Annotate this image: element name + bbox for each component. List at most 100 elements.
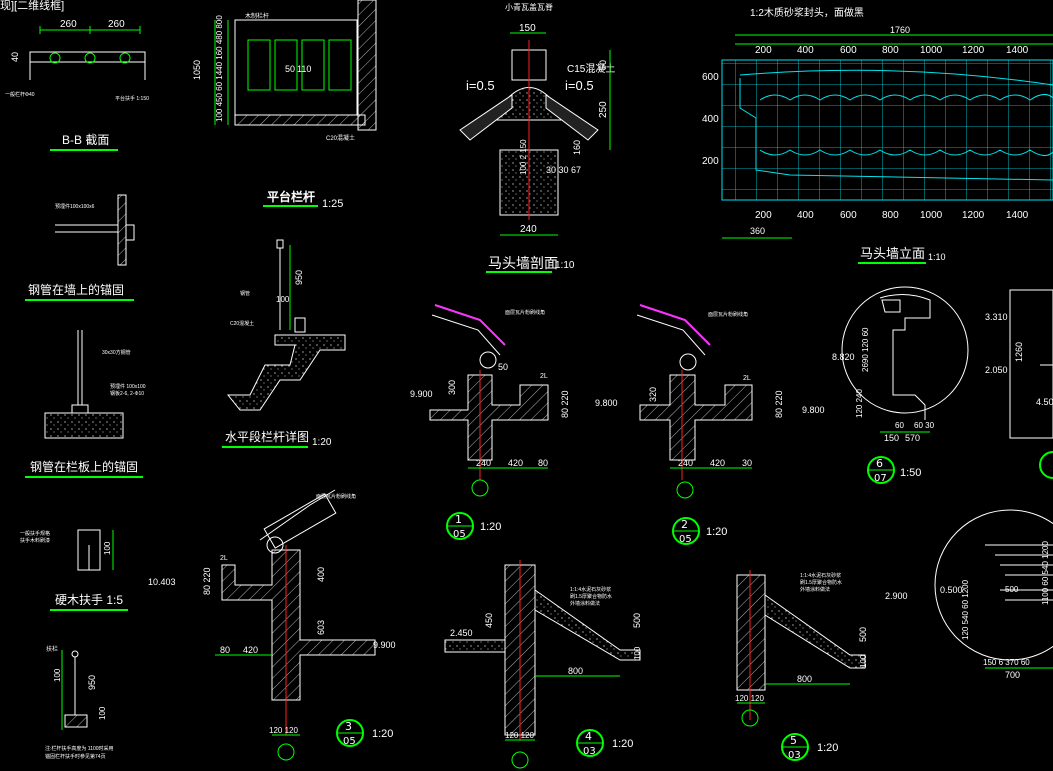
s1-dim-50: 50 [498,362,508,372]
ssa-note-3: 钢板2-6, 2-Φ10 [110,390,144,397]
s3-note: 面层瓦片粉刷线角 [316,493,356,500]
platform-railing-scale: 1:25 [322,198,343,210]
steel-wall-anchor-detail: 预埋件100x100x6 钢管在墙上的锚固 [25,194,135,301]
s6-elev: 8.820 [832,352,855,362]
s4-note-2: 刷1.5厚聚合物防水 [570,593,612,600]
s6-scale: 1:50 [900,467,921,479]
hardwood-handrail-title: 硬木扶手 1:5 [55,592,123,607]
hht-slope-r: i=0.5 [565,78,594,93]
s3-elev-2: 9.900 [373,640,396,650]
s4-ref: 03 [583,746,596,757]
s1-num: 1 [455,513,462,526]
rp-elev-2: 2.050 [985,365,1008,375]
s5-dim-120-120: 120 120 [735,694,764,703]
s6-num: 6 [876,457,883,470]
rp-dim-1260: 1260 [1014,342,1024,362]
section-1-detail: 面层瓦片粉刷线角 9.900 9.800 300 50 2L 80 220 24… [410,304,618,540]
svg-text:200: 200 [755,210,772,221]
rp-elev-3: 0.500 [940,585,963,595]
sr-note-2: 锚固栏杆扶手时参见第74页 [45,753,106,760]
s3-dim-400: 400 [316,567,326,582]
s1-dim-240: 240 [476,458,491,468]
horse-head-section-scale: 1:10 [555,260,575,271]
s3-dim-80-220: 80 220 [202,567,212,595]
sr-note-1: 注:栏杆扶手高度为 1100时采用 [45,745,114,752]
s3-scale: 1:20 [372,728,393,740]
s5-dim-500: 500 [858,627,868,642]
s4-dim-100: 100 [633,646,642,660]
platform-railing-title: 平台栏杆 [267,189,315,204]
s5-dim-800: 800 [797,674,812,684]
horse-head-section-title: 马头墙剖面 [488,255,558,271]
s3-dim-80: 80 [220,645,230,655]
pr-bottom-note: C20混凝土 [326,134,355,142]
s4-dim-120-120: 120 120 [505,731,534,740]
svg-text:1400: 1400 [1006,45,1029,56]
elev-grid-y600: 600 [702,72,719,83]
s5-note-3: 外墙涂料做法 [800,586,830,593]
s2-dim-320: 320 [648,387,658,402]
pr-inner-dim: 50 [285,64,295,74]
s5-num: 5 [790,734,797,747]
stair-dim-100: 100 [276,295,290,304]
platform-railing-detail: 1050 100 450 60 1440 160 480 800 50 110 … [192,0,377,210]
stair-c20: C20混凝土 [230,320,254,327]
pr-inner-dim-2: 110 [297,64,311,74]
s4-scale: 1:20 [612,738,633,750]
ssa-note-1: 30x30方钢管 [102,349,131,356]
s4-elev: 2.450 [450,628,473,638]
hht-top-label: 小青瓦盖瓦脊 [505,2,553,12]
horse-head-top-section: 小青瓦盖瓦脊 150 i=0.5 i=0.5 C15混凝土 50 250 160… [459,2,615,236]
s6-dim-6030: 60 30 [914,421,935,430]
elev-grid-title: 1:2木质砂浆封头，面做黑 [750,6,864,19]
svg-text:800: 800 [882,210,899,221]
hht-c15: C15混凝土 [567,62,615,75]
s1-ref: 05 [453,529,466,540]
rp-dim-stack-r: 1100 60 540 1200 [1041,541,1050,605]
small-railing-detail: 扶栏 100 950 100 注:栏杆扶手高度为 1100时采用 锚固栏杆扶手时… [45,645,114,760]
s1-scale: 1:20 [480,521,501,533]
s2-dim-2l: 2L [743,375,751,382]
svg-text:800: 800 [882,45,899,56]
steel-wall-anchor-title: 钢管在墙上的锚固 [28,282,124,297]
bb-dim-1: 260 [60,19,77,30]
s4-dim-800: 800 [568,666,583,676]
svg-text:1200: 1200 [962,45,985,56]
rp-dim-450: 4.50 [1036,397,1053,407]
s5-note-2: 刷1.5厚聚合物防水 [800,579,842,586]
s5-scale: 1:20 [817,742,838,754]
section-2-detail: 面层瓦片粉刷线角 320 80 220 9.800 2L 240 420 30 … [636,304,825,545]
hht-dim-50: 50 [598,60,608,70]
s3-dim-420: 420 [243,645,258,655]
s3-elev-1: 10.403 [148,577,176,587]
ssa-note-2: 预埋件 100x100 [110,383,146,390]
hht-dim-250: 250 [598,101,609,118]
s3-dim-603: 603 [316,620,326,635]
s4-note-3: 外墙涂料做法 [570,600,600,607]
steel-slab-anchor-detail: 30x30方钢管 预埋件 100x100 钢板2-6, 2-Φ10 钢管在栏板上… [25,330,146,478]
s1-note: 面层瓦片粉刷线角 [505,309,545,316]
s4-num: 4 [585,730,592,743]
s6-dim-150: 150 [884,433,899,443]
s6-dim-stack-2: 120 240 [855,389,864,418]
sr-dim-100b: 100 [98,706,107,720]
s2-num: 2 [681,518,688,531]
s2-dim-420: 420 [710,458,725,468]
rp-dim-bottom: 150 6 370 60 [983,658,1030,667]
elev-grid-total: 1760 [890,25,910,35]
s2-dim-80-220: 80 220 [774,390,784,418]
s6-ref: 07 [874,473,887,484]
right-partial-elevation: 3.310 2.050 1260 4.50 0.500 500 120 540 … [934,289,1053,680]
s3-ref: 05 [343,736,356,747]
rp-dim-stack-l: 120 540 60 1200 [961,579,970,640]
bb-dim-2: 260 [108,19,125,30]
s4-dim-450: 450 [484,613,494,628]
s3-dim-2l: 2L [220,555,228,562]
bb-note-2: 平台扶手 1:150 [115,95,149,102]
section-6-detail: 8.820 2690 120 60 120 240 60 60 30 150 5… [832,286,969,484]
horse-head-elevation-scale: 1:10 [928,252,946,262]
s4-dim-500: 500 [632,613,642,628]
elev-grid-y200: 200 [702,156,719,167]
stair-note: 钢管 [240,290,250,297]
